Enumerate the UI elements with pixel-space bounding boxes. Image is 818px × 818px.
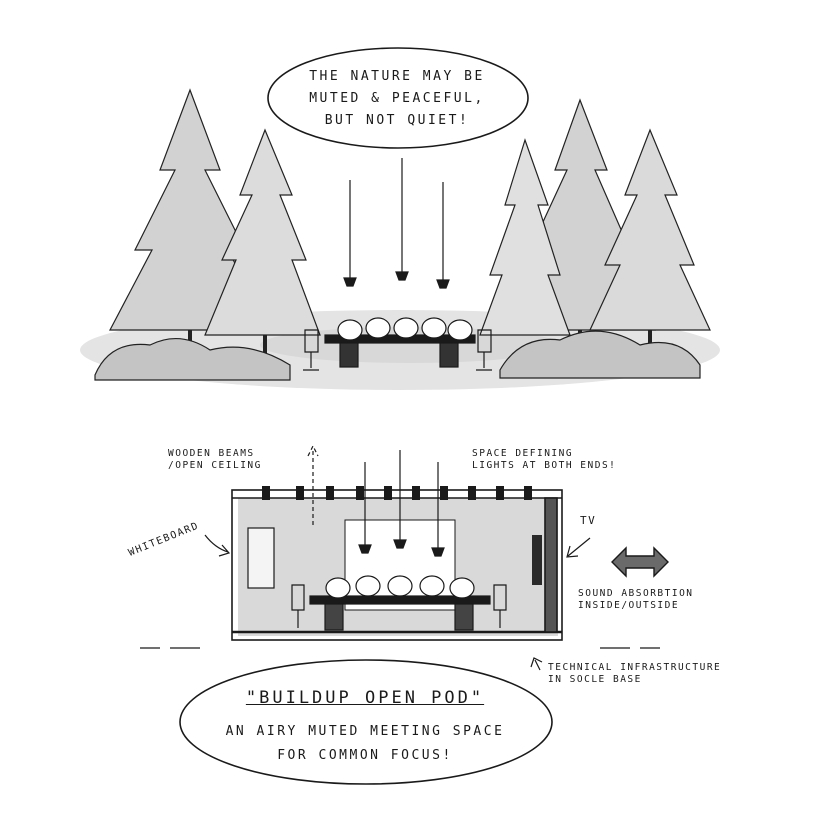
pendant-lights-bottom xyxy=(358,450,445,557)
tv-label: TV xyxy=(580,514,597,527)
ceiling-beams xyxy=(262,486,532,500)
sound-double-arrow xyxy=(611,546,669,578)
shrub-right xyxy=(499,330,701,379)
pine-tree-right-3 xyxy=(479,138,571,336)
infrastructure-line-2: IN SOCLE BASE xyxy=(548,674,642,685)
beams-line-1: WOODEN BEAMS xyxy=(168,448,255,459)
whiteboard-label: WHITEBOARD xyxy=(127,520,201,558)
whiteboard-panel xyxy=(247,527,275,589)
beams-arrow xyxy=(307,444,319,525)
pendant-shade-3 xyxy=(436,279,450,289)
pine-tree-left-2 xyxy=(204,128,321,336)
tv-panel xyxy=(532,535,542,585)
top-bubble-line-3: BUT NOT QUIET! xyxy=(324,113,470,128)
infrastructure-arrow xyxy=(530,657,543,671)
pendant-shade-1 xyxy=(343,277,357,287)
pendant-shade-2 xyxy=(395,271,409,281)
beams-line-2: /OPEN CEILING xyxy=(168,460,262,471)
lights-line-1: SPACE DEFINING xyxy=(472,448,574,459)
chair-end-right xyxy=(476,329,492,371)
pendant-lights-top xyxy=(343,158,450,289)
chair-end-left xyxy=(303,329,319,371)
lights-line-2: LIGHTS AT BOTH ENDS! xyxy=(472,460,617,471)
bottom-bubble-title: "BUILDUP OPEN POD" xyxy=(245,688,485,708)
top-bubble-line-2: MUTED & PEACEFUL, xyxy=(309,91,485,106)
infrastructure-line-1: TECHNICAL INFRASTRUCTURE xyxy=(548,662,722,673)
meeting-table-bottom xyxy=(291,575,507,631)
lights-note: SPACE DEFINING LIGHTS AT BOTH ENDS! xyxy=(472,448,616,472)
top-speech-bubble xyxy=(267,47,529,149)
sound-line-2: INSIDE/OUTSIDE xyxy=(578,600,680,611)
pod-frame xyxy=(231,489,563,641)
right-tree-cluster xyxy=(479,98,711,379)
tv-arrow xyxy=(566,537,591,558)
pod-right-wall xyxy=(544,497,558,633)
left-tree-cluster xyxy=(94,88,321,381)
annotation-arrows xyxy=(204,444,591,671)
meeting-table-top xyxy=(303,317,492,371)
bottom-sub-line-1: AN AIRY MUTED MEETING SPACE xyxy=(225,724,505,739)
bottom-speech-bubble xyxy=(179,659,553,785)
sound-note: SOUND ABSORBTION INSIDE/OUTSIDE xyxy=(578,588,694,612)
top-bubble-line-1: THE NATURE MAY BE xyxy=(309,69,485,84)
whiteboard-arrow xyxy=(204,534,231,557)
bottom-bubble-subtitle: AN AIRY MUTED MEETING SPACE FOR COMMON F… xyxy=(190,720,540,768)
sound-line-1: SOUND ABSORBTION xyxy=(578,588,694,599)
bottom-sub-line-2: FOR COMMON FOCUS! xyxy=(277,748,453,763)
beams-note: WOODEN BEAMS /OPEN CEILING xyxy=(168,448,262,472)
top-bubble-text: THE NATURE MAY BE MUTED & PEACEFUL, BUT … xyxy=(262,66,532,132)
shrub-left xyxy=(94,337,291,381)
infrastructure-note: TECHNICAL INFRASTRUCTURE IN SOCLE BASE xyxy=(548,662,721,686)
